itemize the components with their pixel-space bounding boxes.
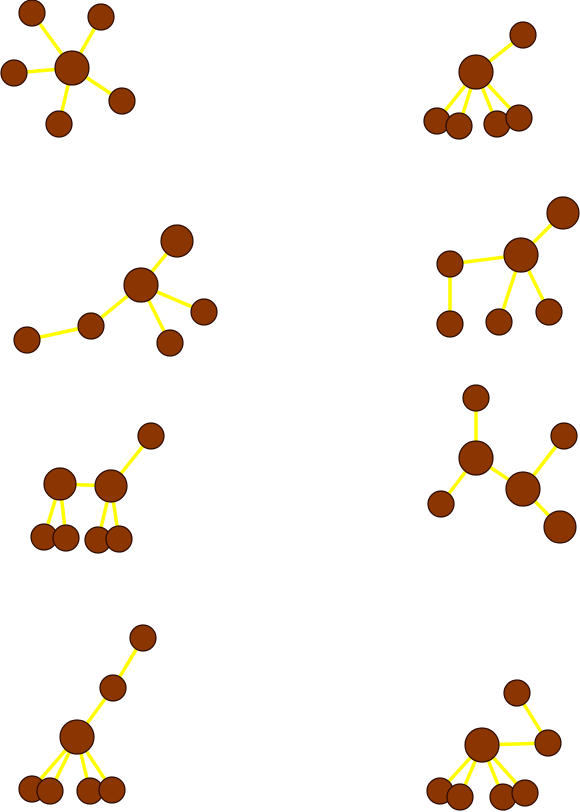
graph-5-node-1 — [43, 467, 77, 501]
graph-5-node-4 — [52, 524, 80, 552]
graph-8-node-5 — [511, 779, 539, 807]
graph-5-node-2 — [94, 469, 128, 503]
graph-3-node-6 — [13, 326, 41, 354]
graph-7-node-2 — [99, 674, 127, 702]
graph-5 — [30, 422, 165, 554]
graph-7-node-5 — [36, 777, 64, 805]
graph-3-node-3 — [77, 312, 105, 340]
graph-6-node-3 — [427, 490, 455, 518]
graph-6-node-1 — [458, 440, 494, 476]
graph-8-node-3 — [446, 783, 474, 811]
graph-2-node-4 — [445, 112, 473, 140]
graph-2-node-6 — [505, 104, 533, 132]
graph-6 — [427, 384, 578, 544]
graph-6-node-4 — [505, 471, 541, 507]
graph-7-node-1 — [59, 719, 95, 755]
graph-1-node-6 — [45, 110, 73, 138]
graph-8-node-7 — [503, 679, 531, 707]
graph-4-node-2 — [546, 196, 580, 230]
graph-1-node-4 — [0, 59, 28, 87]
graph-4-node-3 — [436, 250, 464, 278]
graph-3-node-1 — [123, 267, 159, 303]
graph-3-node-4 — [190, 298, 218, 326]
graph-1-node-3 — [87, 3, 115, 31]
graph-4 — [436, 196, 580, 338]
graph-8-node-1 — [464, 727, 500, 763]
graph-3 — [13, 224, 218, 357]
graph-8 — [426, 679, 562, 811]
graph-6-node-6 — [543, 510, 577, 544]
graph-6-node-2 — [462, 384, 490, 412]
graph-4-node-6 — [436, 310, 464, 338]
graph-1-node-1 — [54, 50, 90, 86]
graph-7 — [18, 624, 157, 805]
graph-2 — [423, 21, 537, 140]
graph-7-node-3 — [129, 624, 157, 652]
graph-5-node-6 — [105, 525, 133, 553]
graph-2-node-2 — [509, 21, 537, 49]
graph-1-node-5 — [108, 87, 136, 115]
graph-4-node-4 — [535, 298, 563, 326]
graph-8-node-6 — [534, 729, 562, 757]
graph-3-node-5 — [156, 329, 184, 357]
graph-7-node-7 — [98, 776, 126, 804]
graph-6-node-5 — [550, 422, 578, 450]
graph-2-node-1 — [458, 54, 494, 90]
graph-4-node-5 — [485, 308, 513, 336]
graph-3-node-2 — [160, 224, 194, 258]
graph-5-node-7 — [137, 422, 165, 450]
graph-4-node-1 — [503, 237, 539, 273]
graph-1 — [0, 0, 136, 138]
graph-1-node-2 — [18, 0, 46, 27]
